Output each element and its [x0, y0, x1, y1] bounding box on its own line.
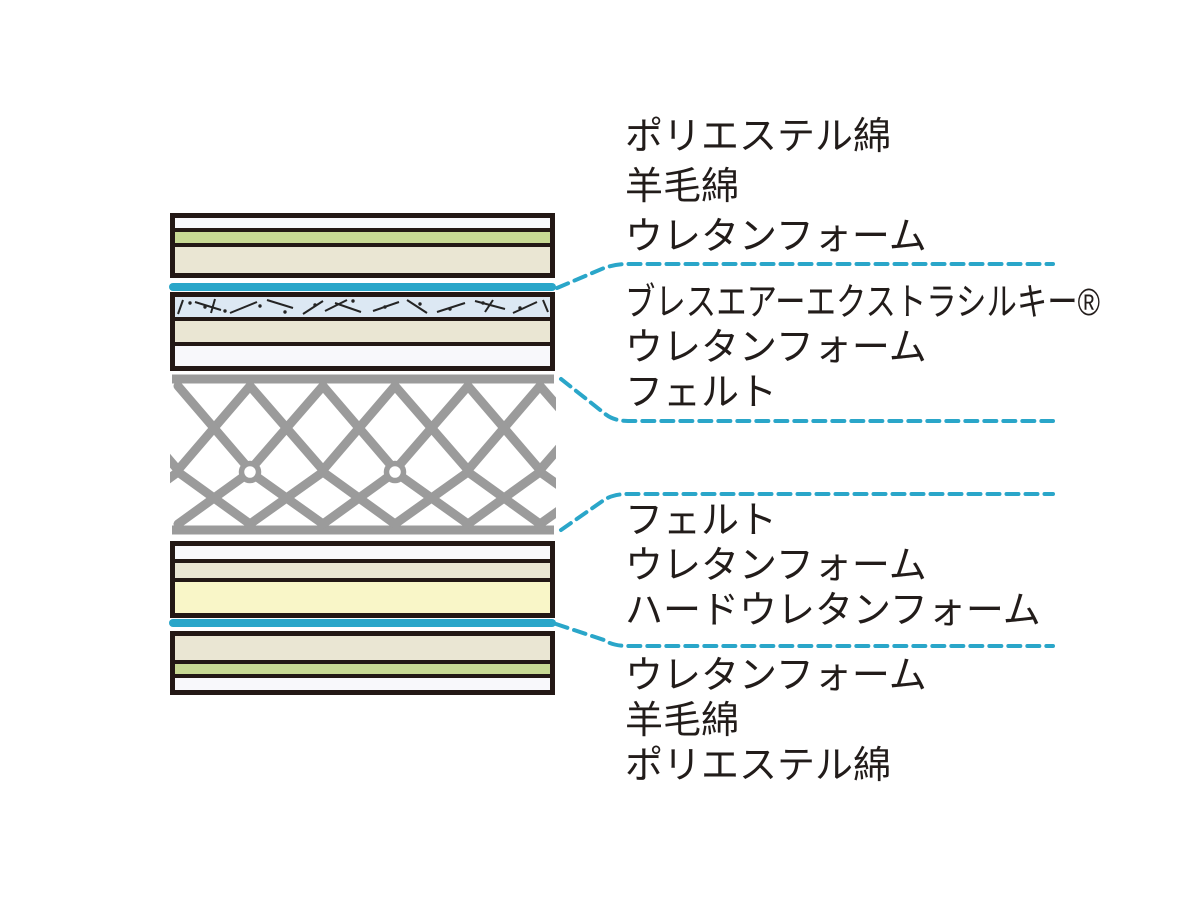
layer-polyester-top — [175, 218, 550, 228]
label-line: ポリエステル綿 — [625, 116, 892, 158]
layer-divider — [175, 559, 550, 563]
label-line: ハードウレタンフォーム — [625, 590, 1041, 632]
label-line-breathair: ブレスエアーエクストラシルキー® — [625, 282, 1101, 324]
label-line: ブレスエアーエクストラシルキー® — [625, 281, 1200, 326]
top-comfort-block — [170, 213, 555, 278]
layer-wool-top — [175, 232, 550, 243]
layer-urethane-lower — [175, 563, 550, 578]
layer-breathair — [175, 297, 550, 317]
layer-divider — [175, 674, 550, 678]
layer-divider — [175, 342, 550, 346]
layer-divider — [175, 317, 550, 321]
label-group-upper-middle: ブレスエアーエクストラシルキー® ウレタンフォーム フェルト — [625, 281, 1200, 416]
breathair-fiber-texture — [177, 298, 549, 315]
lower-support-block — [170, 541, 555, 618]
layer-felt-upper — [175, 346, 550, 366]
layer-divider — [175, 243, 550, 247]
label-line: フェルト — [625, 372, 778, 414]
breathair-block — [170, 292, 555, 371]
layer-divider — [175, 578, 550, 582]
label-group-lower-middle: フェルト ウレタンフォーム ハードウレタンフォーム — [625, 499, 1041, 634]
layer-wool-bottom — [175, 664, 550, 674]
spring-knot — [383, 460, 407, 484]
cyan-tape-lower — [169, 619, 556, 627]
layer-divider — [175, 660, 550, 664]
label-line: ウレタンフォーム — [625, 545, 927, 587]
layer-divider — [175, 228, 550, 232]
spring-lattice — [170, 381, 556, 529]
label-group-bottom: ウレタンフォーム 羊毛綿 ポリエステル綿 — [625, 654, 927, 789]
layer-polyester-bottom — [175, 678, 550, 690]
label-line: 羊毛綿 — [625, 166, 740, 208]
label-group-top: ポリエステル綿 羊毛綿 ウレタンフォーム — [625, 112, 927, 262]
spring-knot — [238, 460, 262, 484]
layer-hard-urethane — [175, 582, 550, 613]
layer-felt-lower — [175, 546, 550, 559]
label-line: 羊毛綿 — [625, 700, 740, 742]
label-line: ポリエステル綿 — [625, 745, 892, 787]
cyan-tape-upper — [169, 283, 556, 291]
layer-urethane-top — [175, 247, 550, 273]
spring-coil-unit — [170, 374, 556, 535]
label-line: フェルト — [625, 500, 778, 542]
label-line: ウレタンフォーム — [625, 655, 927, 697]
bottom-comfort-block — [170, 631, 555, 695]
layer-urethane-bottom — [175, 636, 550, 660]
layer-urethane-middle — [175, 321, 550, 342]
label-line: ウレタンフォーム — [625, 327, 927, 369]
label-line: ウレタンフォーム — [625, 216, 927, 258]
